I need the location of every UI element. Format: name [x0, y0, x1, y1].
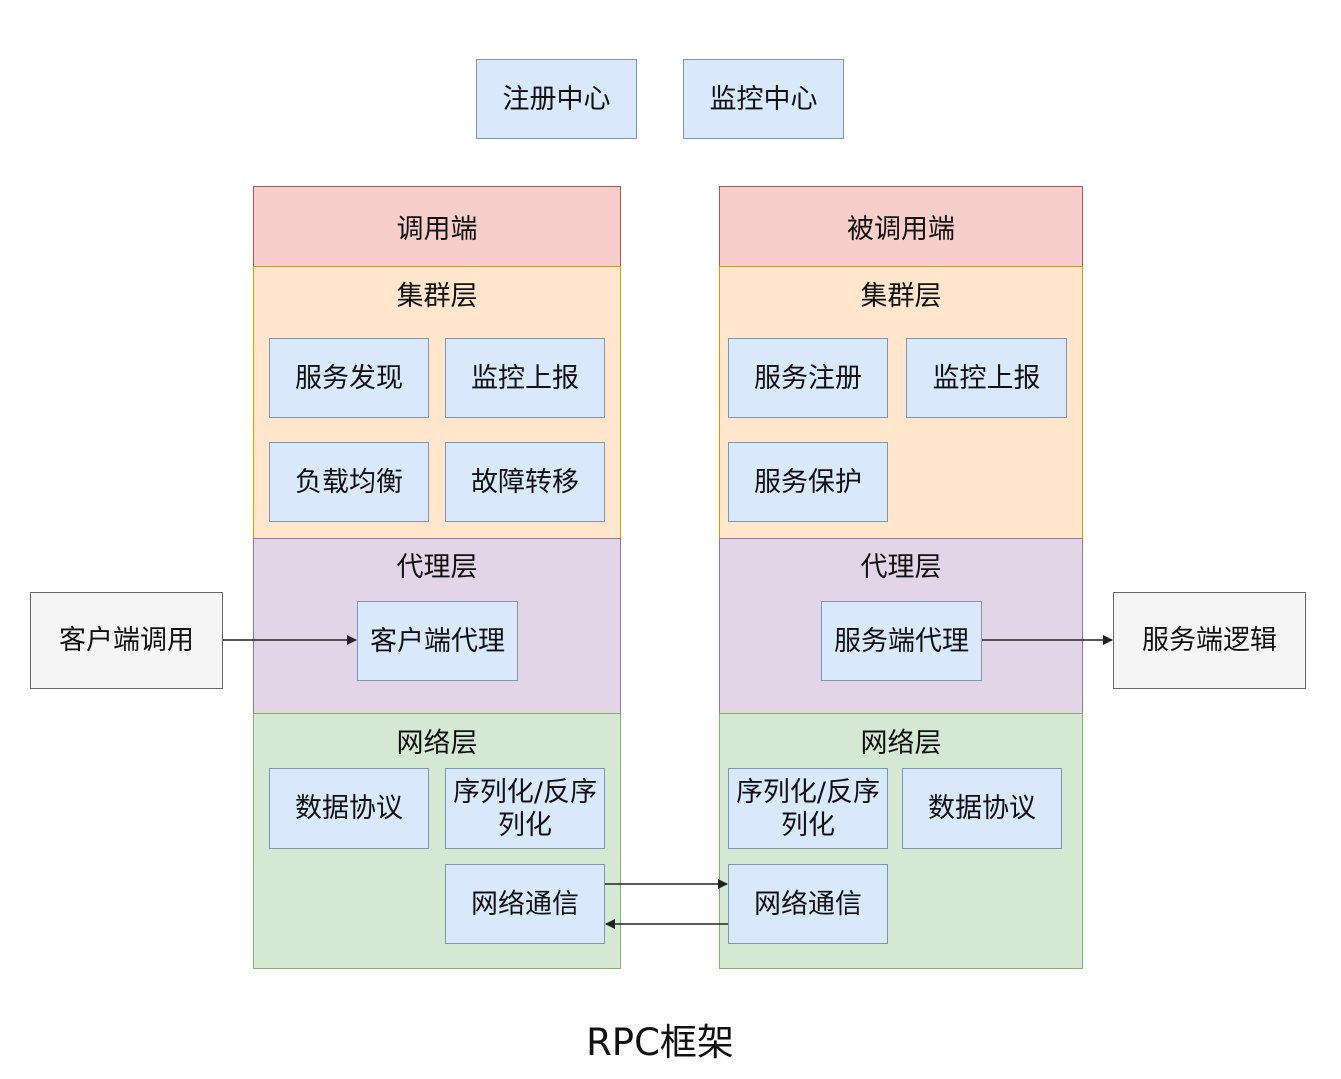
callee-title: 被调用端	[847, 214, 955, 245]
caller-monitor-report-node: 监控上报	[445, 338, 605, 418]
registry-center-label: 注册中心	[502, 83, 611, 115]
client-call-label: 客户端调用	[59, 625, 194, 656]
service-protection-label: 服务保护	[754, 466, 862, 498]
caller-network-comm-node: 网络通信	[445, 864, 605, 944]
caller-data-protocol-label: 数据协议	[295, 793, 403, 824]
caller-network-comm-label: 网络通信	[471, 888, 579, 920]
service-registration-node: 服务注册	[728, 338, 888, 418]
caller-header: 调用端	[253, 186, 621, 267]
callee-serialization-label: 序列化/反序列化	[735, 776, 881, 841]
client-call-node: 客户端调用	[30, 592, 223, 689]
server-proxy-label: 服务端代理	[834, 625, 969, 657]
caller-cluster-title: 集群层	[396, 281, 478, 312]
service-discovery-label: 服务发现	[295, 362, 403, 394]
callee-cluster-title: 集群层	[860, 281, 942, 312]
service-protection-node: 服务保护	[728, 442, 888, 522]
server-proxy-node: 服务端代理	[821, 601, 982, 681]
caller-proxy-title: 代理层	[396, 552, 478, 583]
monitor-center-node: 监控中心	[683, 59, 844, 139]
callee-serialization-node: 序列化/反序列化	[728, 768, 888, 849]
callee-proxy-title: 代理层	[860, 552, 942, 583]
load-balancing-node: 负载均衡	[269, 442, 429, 522]
caller-monitor-report-label: 监控上报	[471, 362, 579, 394]
monitor-center-label: 监控中心	[709, 83, 818, 115]
failover-label: 故障转移	[471, 466, 579, 498]
diagram-caption: RPC框架	[586, 1021, 734, 1064]
callee-network-comm-node: 网络通信	[728, 864, 888, 944]
failover-node: 故障转移	[445, 442, 605, 522]
load-balancing-label: 负载均衡	[295, 466, 403, 498]
callee-network-comm-label: 网络通信	[754, 888, 862, 920]
server-logic-node: 服务端逻辑	[1113, 592, 1306, 689]
callee-network-title: 网络层	[860, 728, 942, 759]
caller-title: 调用端	[396, 214, 478, 245]
client-proxy-label: 客户端代理	[370, 625, 505, 657]
callee-data-protocol-label: 数据协议	[928, 793, 1036, 824]
service-registration-label: 服务注册	[754, 362, 862, 394]
service-discovery-node: 服务发现	[269, 338, 429, 418]
registry-center-node: 注册中心	[476, 59, 637, 139]
server-logic-label: 服务端逻辑	[1142, 625, 1277, 656]
caller-data-protocol-node: 数据协议	[269, 768, 429, 849]
client-proxy-node: 客户端代理	[357, 601, 518, 681]
callee-monitor-report-label: 监控上报	[932, 362, 1041, 394]
caller-network-title: 网络层	[396, 728, 478, 759]
callee-data-protocol-node: 数据协议	[902, 768, 1062, 849]
callee-monitor-report-node: 监控上报	[906, 338, 1067, 418]
caller-serialization-node: 序列化/反序列化	[445, 768, 605, 849]
caller-serialization-label: 序列化/反序列化	[452, 776, 598, 841]
